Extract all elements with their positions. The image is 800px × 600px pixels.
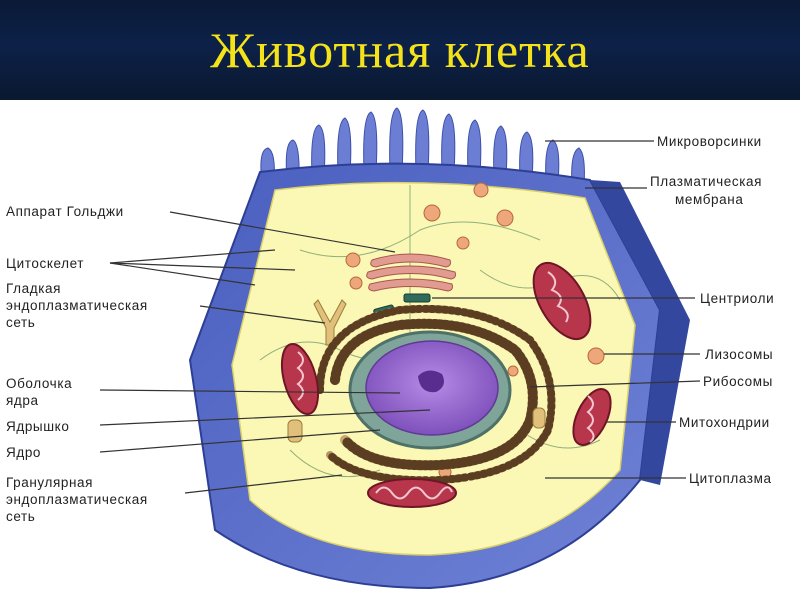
label-centrioles: Центриоли (700, 291, 774, 306)
label-nuclear-envelope-1: Оболочка (6, 376, 72, 391)
label-cytoplasm: Цитоплазма (689, 471, 772, 486)
golgi-apparatus (367, 254, 456, 291)
label-ribosomes: Рибосомы (703, 374, 773, 389)
labels-left: Аппарат Гольджи Цитоскелет Гладкая эндоп… (6, 204, 148, 524)
label-smooth-er-1: Гладкая (6, 281, 61, 296)
label-plasma-membrane-1: Плазматическая (650, 174, 762, 189)
label-cytoskeleton: Цитоскелет (6, 256, 84, 271)
label-rough-er-2: эндоплазматическая (6, 492, 148, 507)
label-microvilli: Микроворсинки (657, 134, 762, 149)
label-nucleus: Ядро (6, 445, 41, 460)
label-plasma-membrane-2: мембрана (675, 192, 743, 207)
page-title: Животная клетка (0, 0, 800, 100)
label-lysosomes: Лизосомы (705, 347, 773, 362)
label-rough-er-3: сеть (6, 509, 35, 524)
label-smooth-er-3: сеть (6, 315, 35, 330)
label-rough-er-1: Гранулярная (6, 475, 93, 490)
animal-cell-diagram: Аппарат Гольджи Цитоскелет Гладкая эндоп… (0, 100, 800, 600)
label-mitochondria: Митохондрии (679, 415, 770, 430)
label-nucleolus: Ядрышко (6, 419, 69, 434)
label-nuclear-envelope-2: ядра (6, 393, 39, 408)
label-smooth-er-2: эндоплазматическая (6, 298, 148, 313)
label-golgi: Аппарат Гольджи (6, 204, 124, 219)
